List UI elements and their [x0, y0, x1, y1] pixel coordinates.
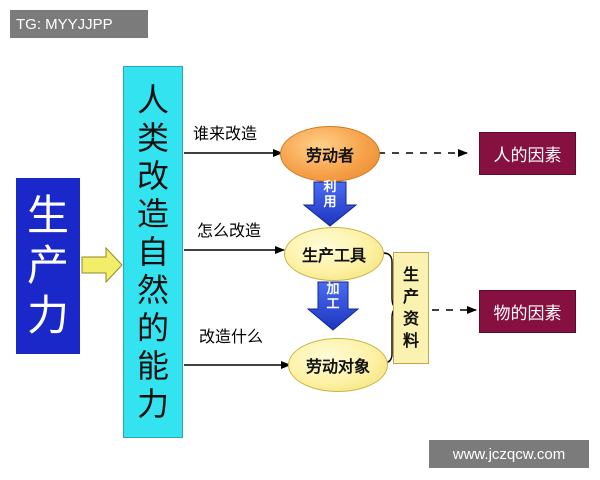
use-arrow-label: 利 用	[322, 180, 338, 211]
productivity-char: 产	[26, 241, 69, 290]
laborer-label: 劳动者	[305, 146, 354, 165]
human-factor-box: 人的因素	[479, 132, 576, 175]
means-char: 产	[402, 287, 419, 306]
ability-char: 自	[136, 233, 169, 271]
input-arrow	[81, 246, 123, 284]
productivity-char: 力	[26, 291, 69, 340]
use-char: 利	[323, 180, 337, 195]
means-char: 生	[402, 265, 419, 284]
laborer-oval: 劳动者	[280, 126, 380, 182]
use-char: 用	[323, 194, 337, 210]
ability-char: 力	[136, 385, 169, 423]
tools-oval: 生产工具	[284, 227, 384, 281]
process-arrow-label: 加 工	[325, 282, 341, 313]
label-what-transform: 改造什么	[199, 327, 264, 346]
labor-object-oval: 劳动对象	[288, 338, 388, 392]
human-ability-box: 人 类 改 造 自 然 的 能 力	[123, 66, 183, 438]
productivity-box: 生 产 力	[16, 178, 80, 354]
tools-label: 生产工具	[301, 246, 366, 265]
ability-char: 然	[136, 271, 169, 309]
ability-char: 人	[136, 81, 169, 119]
material-factor-label: 物的因素	[493, 304, 562, 324]
productivity-char: 生	[26, 191, 69, 240]
process-char: 工	[326, 296, 340, 312]
human-factor-label: 人的因素	[493, 146, 562, 166]
ability-char: 的	[136, 309, 169, 347]
labor-object-label: 劳动对象	[305, 357, 370, 376]
use-arrow	[302, 181, 358, 227]
means-char: 料	[402, 331, 419, 350]
means-char: 资	[402, 309, 419, 328]
process-char: 加	[326, 282, 340, 297]
material-factor-box: 物的因素	[479, 290, 576, 333]
label-who-transforms: 谁来改造	[193, 124, 258, 143]
label-how-transform: 怎么改造	[197, 221, 262, 240]
means-of-production-box: 生 产 资 料	[393, 252, 429, 364]
watermark-top-left: TG: MYYJJPP	[10, 10, 148, 38]
ability-char: 能	[136, 347, 169, 385]
ability-char: 改	[136, 157, 169, 195]
ability-char: 类	[136, 119, 169, 157]
process-arrow	[306, 281, 360, 331]
watermark-bottom-right: www.jczqcw.com	[429, 440, 589, 468]
ability-char: 造	[136, 195, 169, 233]
